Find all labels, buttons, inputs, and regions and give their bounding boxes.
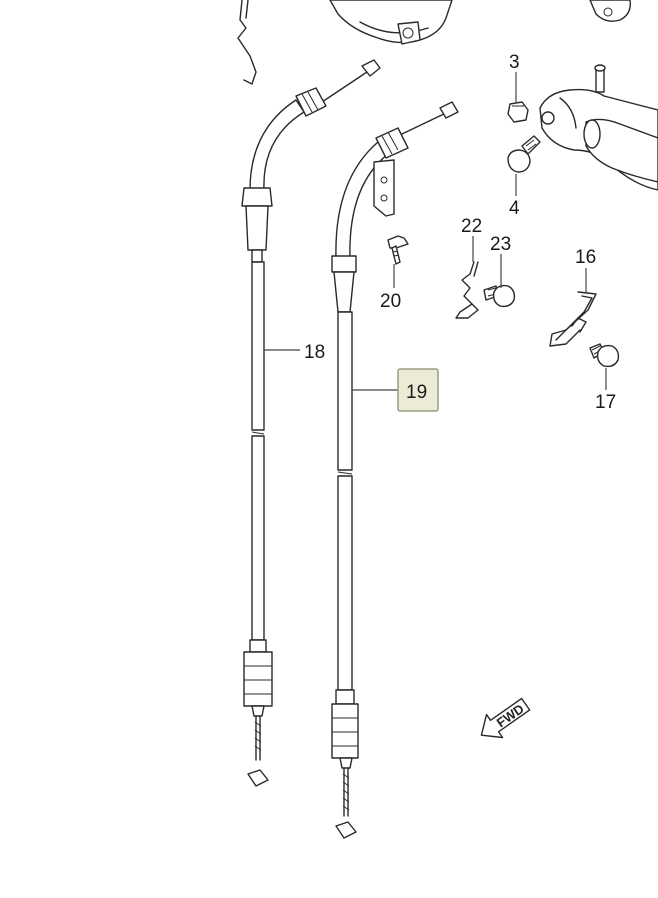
part-22-spring [455, 261, 479, 319]
callout-4: 4 [509, 198, 520, 219]
callout-16: 16 [575, 247, 596, 268]
part-3-nut [507, 101, 529, 123]
forward-arrow-icon: FWD [480, 697, 531, 739]
cable-19 [331, 101, 459, 839]
callout-23: 23 [490, 234, 511, 255]
handlebar-clamp-top [329, 0, 453, 45]
right-handlebar-clamp [539, 64, 658, 191]
callout-3: 3 [509, 52, 520, 73]
top-right-fragment [589, 0, 631, 22]
part-16-clip [549, 291, 597, 347]
callout-17: 17 [595, 392, 616, 413]
callout-22: 22 [461, 216, 482, 237]
callout-20: 20 [380, 291, 401, 312]
part-23-bolt [483, 284, 516, 308]
part-4-bolt [507, 135, 541, 173]
cable-18 [241, 59, 381, 787]
callout-18: 18 [304, 342, 325, 363]
callout-19: 19 [406, 382, 427, 403]
part-20-screw [387, 235, 409, 265]
spring-clip-top [237, 0, 257, 85]
part-17-bolt [589, 343, 620, 368]
callout-19-highlight [397, 368, 439, 412]
